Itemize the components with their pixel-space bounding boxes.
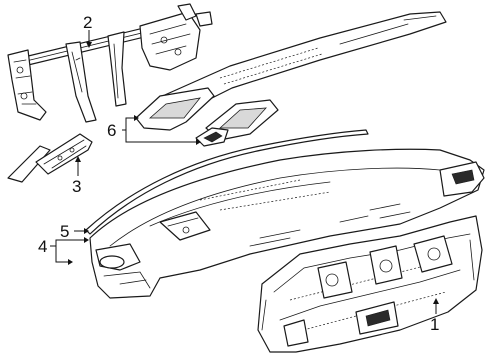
callout-1: 1	[430, 315, 439, 334]
weatherstrip[interactable]	[85, 129, 369, 235]
callout-3: 3	[72, 177, 81, 196]
callout-6: 6	[107, 121, 116, 140]
upper-trim-panels[interactable]	[135, 11, 447, 147]
side-bracket[interactable]	[7, 133, 93, 183]
callout-5: 5	[60, 222, 69, 241]
callout-2: 2	[83, 13, 92, 32]
instrument-panel[interactable]	[89, 148, 485, 299]
callout-4: 4	[38, 237, 47, 256]
cross-car-beam[interactable]	[7, 3, 213, 123]
instrument-panel-carrier[interactable]	[257, 215, 483, 353]
leader-lines	[50, 30, 439, 314]
